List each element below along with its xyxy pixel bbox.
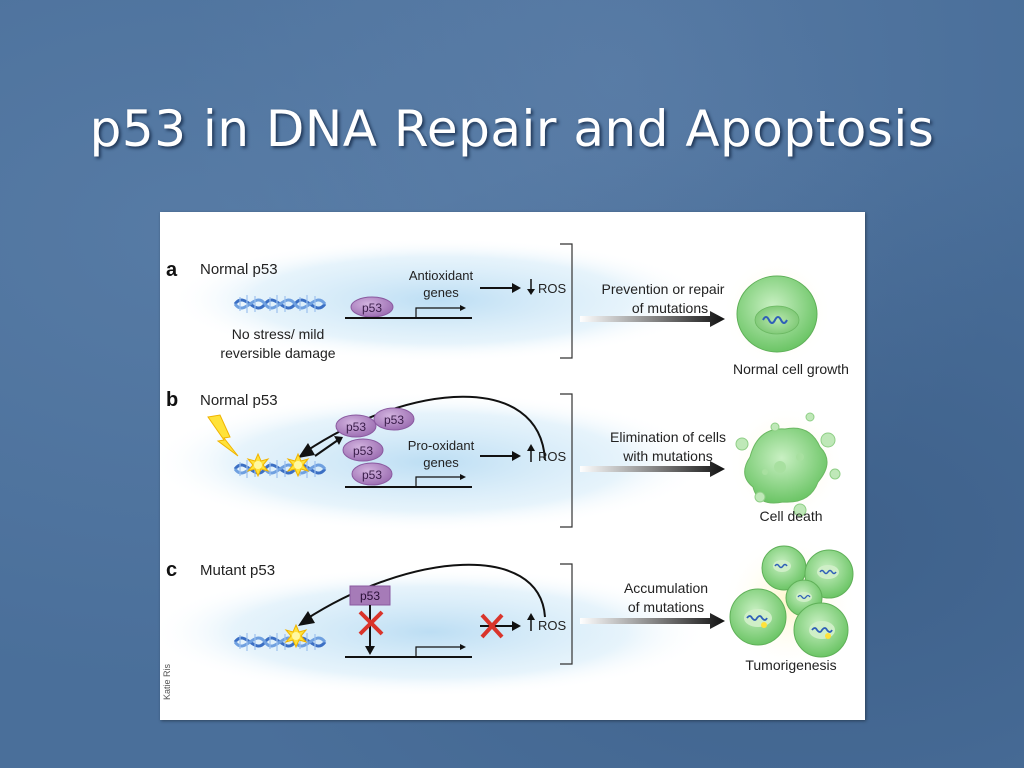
panel-b-title: Normal p53 bbox=[200, 392, 278, 409]
lightning-icon bbox=[207, 414, 239, 457]
panel-a-condition-line1: No stress/ mild bbox=[232, 326, 325, 342]
figure-credit: Katie Ris bbox=[162, 663, 172, 700]
panel-a-outcome-line2: of mutations bbox=[632, 300, 708, 316]
panel-b-genes-line1: Pro-oxidant bbox=[408, 438, 475, 453]
panel-b: b Normal p53 p53 p53 p53 p53 Pro-oxidant… bbox=[160, 389, 844, 532]
arrow-down-icon bbox=[527, 279, 535, 295]
panel-a-title: Normal p53 bbox=[200, 261, 278, 278]
p53-label: p53 bbox=[346, 420, 366, 434]
panel-a-outcome-line1: Prevention or repair bbox=[602, 281, 725, 297]
panel-a-condition-line2: reversible damage bbox=[220, 345, 335, 361]
panel-c-letter: c bbox=[166, 559, 177, 581]
panel-b-ros: ROS bbox=[538, 449, 567, 464]
panel-b-bracket bbox=[560, 393, 573, 528]
panel-a-glow bbox=[170, 238, 710, 362]
p53-label: p53 bbox=[353, 444, 373, 458]
panel-a-result: Normal cell growth bbox=[733, 361, 849, 377]
slide-title: p53 in DNA Repair and Apoptosis bbox=[89, 100, 935, 158]
panel-c-result: Tumorigenesis bbox=[745, 657, 836, 673]
p53-label: p53 bbox=[384, 413, 404, 427]
panel-c-bracket bbox=[560, 563, 573, 665]
p53-label: p53 bbox=[360, 589, 380, 603]
panel-c: c Mutant p53 p53 ROS Accumulation of mut… bbox=[160, 534, 858, 697]
panel-a-bracket bbox=[560, 243, 573, 359]
panel-b-genes-line2: genes bbox=[423, 455, 459, 470]
cancel-x-icon bbox=[358, 610, 384, 636]
panel-b-outcome-line2: with mutations bbox=[622, 448, 712, 464]
feedback-arrow bbox=[304, 563, 546, 621]
p53-label: p53 bbox=[362, 468, 382, 482]
panel-a-genes-line2: genes bbox=[423, 285, 459, 300]
p53-cluster: p53 p53 p53 p53 bbox=[335, 407, 415, 486]
panel-a-ros: ROS bbox=[538, 281, 567, 296]
panel-c-outcome-line1: Accumulation bbox=[624, 580, 708, 596]
arrow-up-icon bbox=[527, 613, 535, 631]
panel-a: a Normal p53 No stress/ mild reversible … bbox=[166, 238, 849, 377]
cell-death-icon bbox=[728, 406, 844, 522]
panel-c-ros: ROS bbox=[538, 618, 567, 633]
p53-label: p53 bbox=[362, 301, 382, 315]
panel-a-genes-line1: Antioxidant bbox=[409, 268, 474, 283]
diagram-figure: a Normal p53 No stress/ mild reversible … bbox=[160, 212, 865, 720]
tumor-cells-icon bbox=[722, 534, 858, 670]
panel-c-title: Mutant p53 bbox=[200, 562, 275, 579]
panel-a-letter: a bbox=[166, 259, 178, 281]
arrow-up-icon bbox=[527, 444, 535, 462]
panel-b-result: Cell death bbox=[759, 508, 822, 524]
panel-b-letter: b bbox=[166, 389, 178, 411]
panel-c-outcome-line2: of mutations bbox=[628, 599, 704, 615]
cancel-x-icon bbox=[480, 613, 504, 639]
panel-b-outcome-line1: Elimination of cells bbox=[610, 429, 726, 445]
